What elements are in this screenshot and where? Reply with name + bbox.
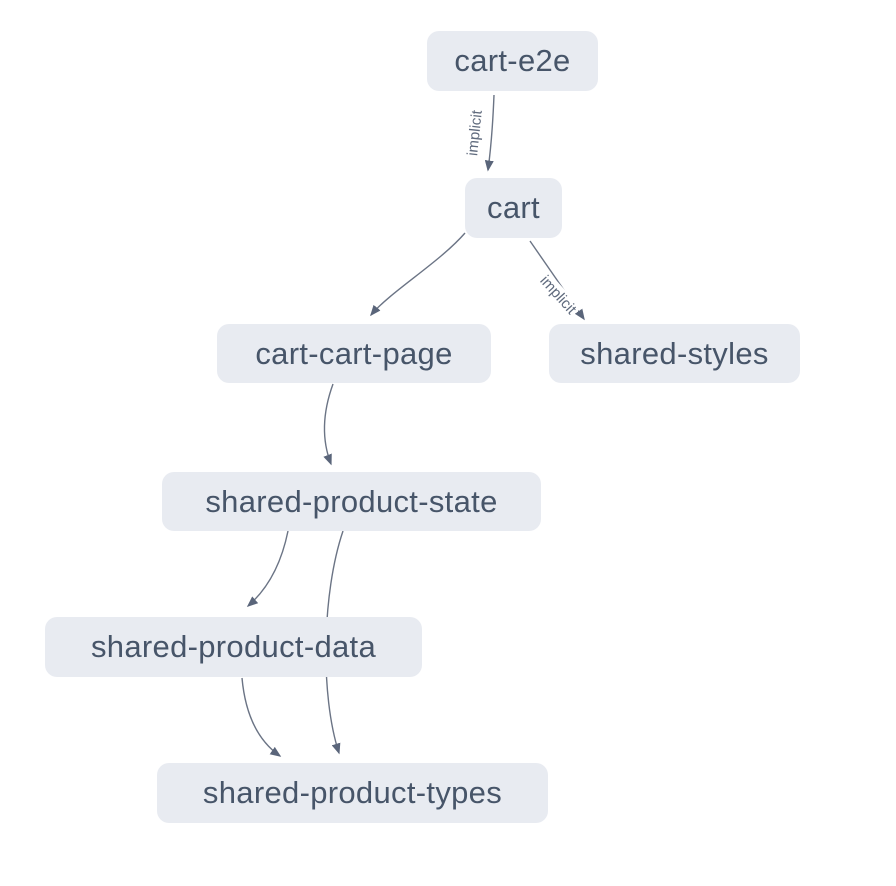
edge-cart-e2e-to-cart: [484, 94, 495, 172]
edge-shared-product-data-to-shared-product-types: [241, 677, 282, 757]
graph-node-shared-product-types[interactable]: shared-product-types: [157, 763, 548, 823]
graph-node-cart-cart-page[interactable]: cart-cart-page: [217, 324, 491, 383]
edge-cart-to-shared-styles: [529, 240, 585, 321]
graph-node-shared-product-data[interactable]: shared-product-data: [45, 617, 422, 677]
graph-node-shared-product-state[interactable]: shared-product-state: [162, 472, 541, 531]
edge-shared-product-state-to-shared-product-data: [246, 530, 289, 607]
graph-node-cart-e2e[interactable]: cart-e2e: [427, 31, 598, 91]
graph-node-cart[interactable]: cart: [465, 178, 562, 238]
edge-cart-to-cart-cart-page: [370, 232, 466, 317]
graph-node-shared-styles[interactable]: shared-styles: [549, 324, 800, 383]
edge-cart-cart-page-to-shared-product-state: [323, 383, 334, 466]
